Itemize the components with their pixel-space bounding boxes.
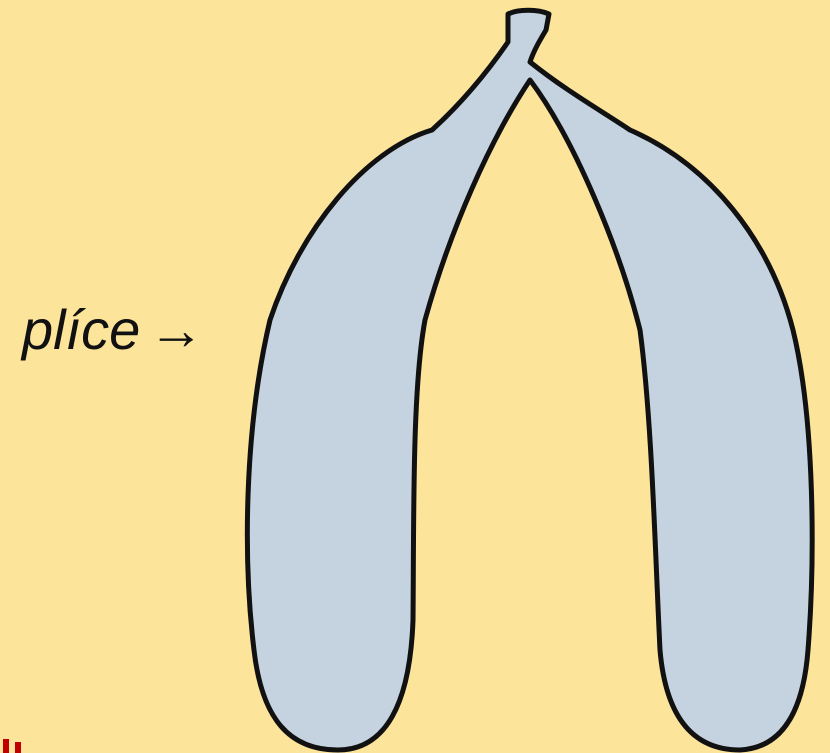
lungs-label: plíce→ — [22, 302, 204, 358]
lungs-shape — [247, 10, 812, 750]
partial-red-text-mark — [0, 736, 26, 753]
right-arrow-icon: → — [148, 298, 204, 361]
lungs-label-text: plíce — [22, 298, 140, 361]
